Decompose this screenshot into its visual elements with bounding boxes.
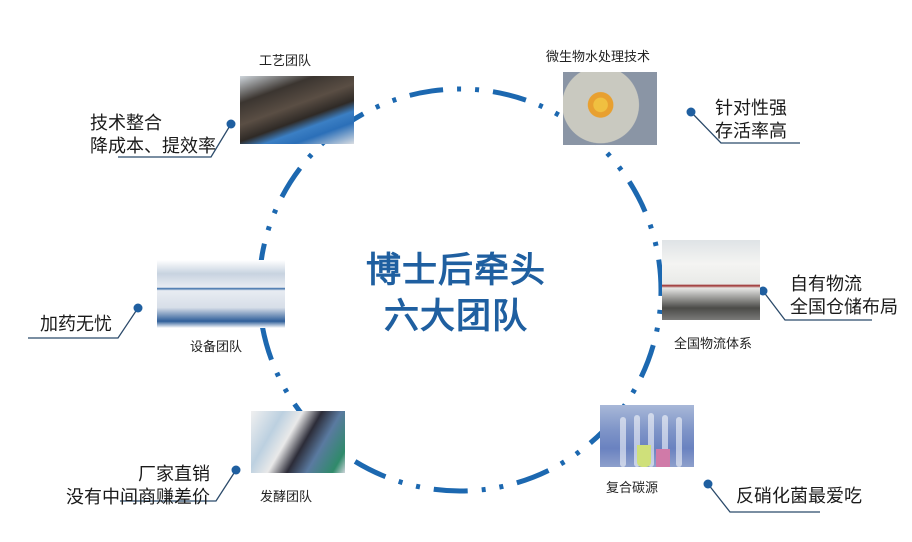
benefit-line: 全国仓储布局 — [790, 297, 898, 318]
team-carbon-label: 复合碳源 — [606, 481, 659, 496]
team-process-benefit: 技术整合 降成本、提效率 — [90, 112, 216, 158]
team-ferment-benefit: 厂家直销 没有中间商赚差价 — [66, 463, 210, 509]
team-logistics-label: 全国物流体系 — [674, 337, 753, 352]
team-microbe-photo — [563, 72, 657, 145]
team-equipment-label: 设备团队 — [190, 340, 243, 355]
team-logistics-photo — [662, 240, 760, 320]
team-logistics-benefit: 自有物流 全国仓储布局 — [790, 273, 898, 319]
team-equipment-photo — [157, 260, 285, 328]
team-ferment-label: 发酵团队 — [260, 490, 313, 505]
team-microbe-benefit: 针对性强 存活率高 — [715, 97, 787, 143]
benefit-line: 厂家直销 — [138, 464, 210, 485]
benefit-line: 存活率高 — [715, 121, 787, 142]
center-title: 博士后牵头 六大团队 — [340, 248, 572, 340]
benefit-line: 自有物流 — [790, 274, 862, 295]
team-process-label: 工艺团队 — [259, 54, 312, 69]
benefit-line: 针对性强 — [715, 98, 787, 119]
benefit-line: 加药无忧 — [40, 314, 112, 335]
team-microbe-label: 微生物水处理技术 — [546, 50, 651, 65]
team-ferment-photo — [251, 411, 345, 473]
center-title-line1: 博士后牵头 — [365, 251, 546, 291]
benefit-line: 技术整合 — [90, 113, 162, 134]
center-title-line2: 六大团队 — [383, 297, 528, 337]
team-equipment-benefit: 加药无忧 — [40, 313, 112, 336]
benefit-line: 降成本、提效率 — [90, 136, 216, 157]
team-process-photo — [240, 76, 354, 144]
benefit-line: 反硝化菌最爱吃 — [736, 486, 862, 507]
benefit-line: 没有中间商赚差价 — [66, 487, 210, 508]
team-carbon-benefit: 反硝化菌最爱吃 — [736, 485, 862, 508]
team-carbon-photo — [600, 405, 694, 467]
